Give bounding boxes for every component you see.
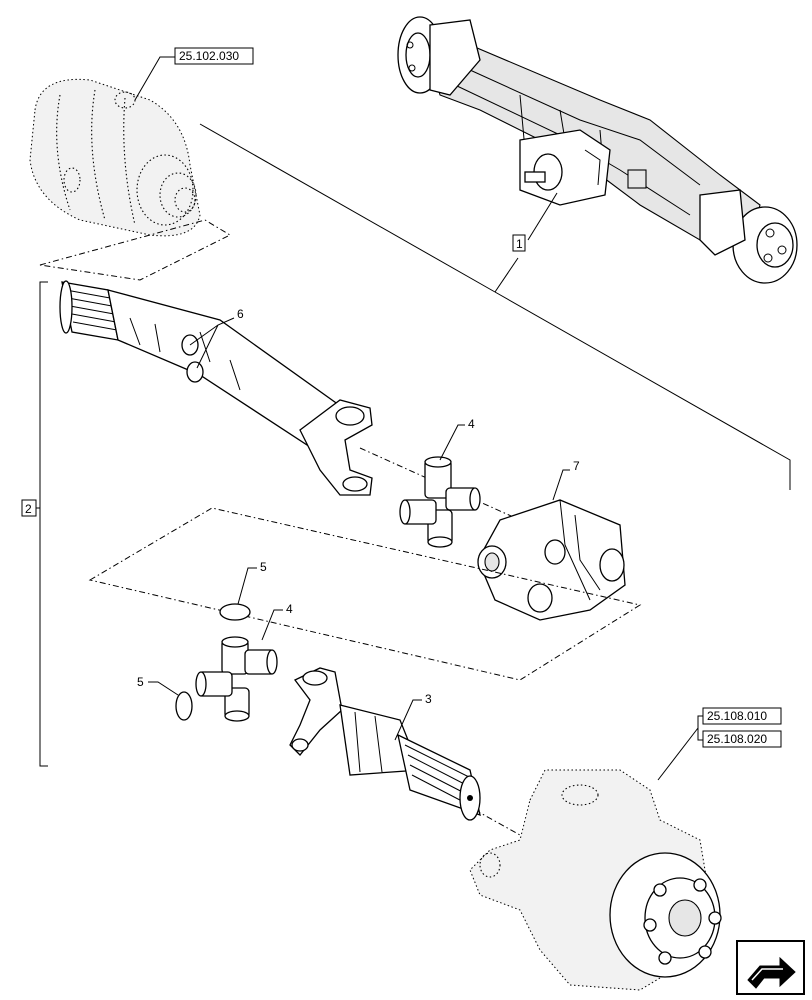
- ref-label-bottom-right-1: 25.108.010: [707, 709, 767, 723]
- callout-snap-ring-lower: 5: [137, 675, 144, 689]
- shaft-6-illustration: [59, 280, 373, 496]
- snap-ring-lower: [175, 691, 193, 721]
- ref-label-bottom-right-2: 25.108.020: [707, 732, 767, 746]
- callout-snap-ring-upper: 5: [260, 560, 267, 574]
- callout-housing: 7: [573, 459, 580, 473]
- callout-cross-lower: 4: [286, 602, 293, 616]
- next-page-arrow-icon[interactable]: [736, 940, 805, 995]
- differential-ghost-illustration: [29, 78, 232, 281]
- stub-shaft-3-illustration: [289, 667, 481, 821]
- universal-cross-upper-illustration: [399, 456, 481, 548]
- callout-shaft-group: 2: [25, 502, 32, 516]
- callout-axle-assembly: 1: [516, 237, 523, 251]
- housing-7-illustration: [477, 499, 626, 621]
- callout-shaft: 6: [237, 307, 244, 321]
- axle-assembly-illustration: [397, 16, 798, 284]
- callout-cross-upper: 4: [468, 417, 475, 431]
- universal-cross-lower-illustration: [195, 636, 278, 722]
- snap-ring-upper: [219, 603, 251, 621]
- callout-stub-shaft: 3: [425, 692, 432, 706]
- steering-knuckle-ghost-illustration: [469, 769, 722, 991]
- ref-label-top-left: 25.102.030: [179, 49, 239, 63]
